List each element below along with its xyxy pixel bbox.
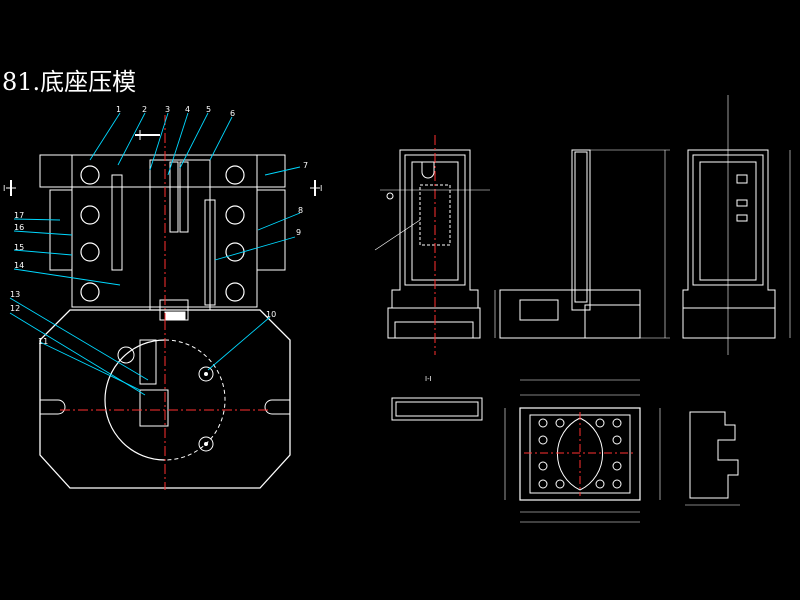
- part-number-4: 4: [185, 105, 190, 114]
- part-number-5: 5: [206, 105, 211, 114]
- part-number-15: 15: [14, 243, 24, 252]
- part-number-8: 8: [298, 206, 303, 215]
- part-number-16: 16: [14, 223, 24, 232]
- section-mark-left: I: [3, 184, 5, 193]
- part-number-labels: 1 2 3 4 5 6 7 8 9 10 11 12 13 14 15 16 1…: [3, 105, 322, 346]
- part-number-10: 10: [266, 310, 276, 319]
- part-number-3: 3: [165, 105, 170, 114]
- part-number-7: 7: [303, 161, 308, 170]
- part-number-13: 13: [10, 290, 20, 299]
- part-front-view: [374, 135, 490, 355]
- part-number-1: 1: [116, 105, 121, 114]
- part-number-12: 12: [10, 304, 20, 313]
- part-leader-lines: [9, 112, 301, 396]
- part-number-6: 6: [230, 109, 235, 118]
- assembly-plan-view: [39, 309, 291, 490]
- section-cut-marker-right: [310, 180, 320, 196]
- section-view-label: Ⅰ-Ⅰ: [425, 375, 432, 383]
- part-plan-view: [504, 379, 661, 523]
- part-rear-view: [682, 95, 791, 355]
- part-number-14: 14: [14, 261, 24, 270]
- section-cut-marker-top: [135, 130, 160, 140]
- assembly-section-view: [39, 115, 286, 330]
- part-number-9: 9: [296, 228, 301, 237]
- part-profile-section: [685, 411, 740, 506]
- section-strip-view: Ⅰ-Ⅰ: [391, 375, 483, 421]
- part-number-11: 11: [38, 337, 48, 346]
- part-number-17: 17: [14, 211, 24, 220]
- section-mark-right: I: [320, 184, 322, 193]
- drawing-title: 81.底座压模: [2, 68, 137, 96]
- part-number-2: 2: [142, 105, 147, 114]
- section-cut-marker-left: [6, 180, 16, 196]
- part-side-section-view: [494, 149, 670, 339]
